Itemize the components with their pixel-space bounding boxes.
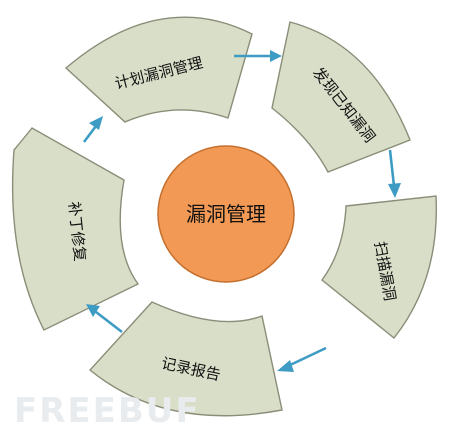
arrowhead-icon	[270, 50, 282, 62]
watermark-logo: FREEBUF	[14, 391, 201, 431]
center-hub-label: 漏洞管理	[186, 202, 266, 226]
arrow-plan-to-discover	[234, 50, 282, 62]
center-hub: 漏洞管理	[157, 145, 295, 283]
arrowhead-icon	[89, 116, 103, 130]
segment-discover-shape	[271, 21, 411, 173]
segment-patch-shape	[11, 127, 140, 331]
arrow-report-to-patch	[86, 304, 123, 334]
arrowhead-icon	[388, 183, 401, 198]
arrow-patch-to-plan	[82, 116, 103, 143]
segment-patch: 补丁修复	[11, 127, 140, 331]
segment-discover: 发现已知漏洞	[271, 21, 411, 173]
segment-scan: 扫描漏洞	[321, 195, 438, 339]
segment-report: 记录报告	[88, 301, 283, 417]
segment-plan-shape	[64, 16, 253, 123]
arrow-scan-to-report	[277, 346, 327, 372]
segment-report-shape	[88, 301, 283, 417]
segment-plan: 计划漏洞管理	[64, 16, 253, 123]
arrow-discover-to-scan	[388, 149, 401, 198]
center-hub-circle	[157, 145, 295, 283]
arrowhead-icon	[277, 360, 294, 372]
segment-scan-shape	[321, 195, 438, 339]
arrowhead-icon	[86, 304, 100, 317]
